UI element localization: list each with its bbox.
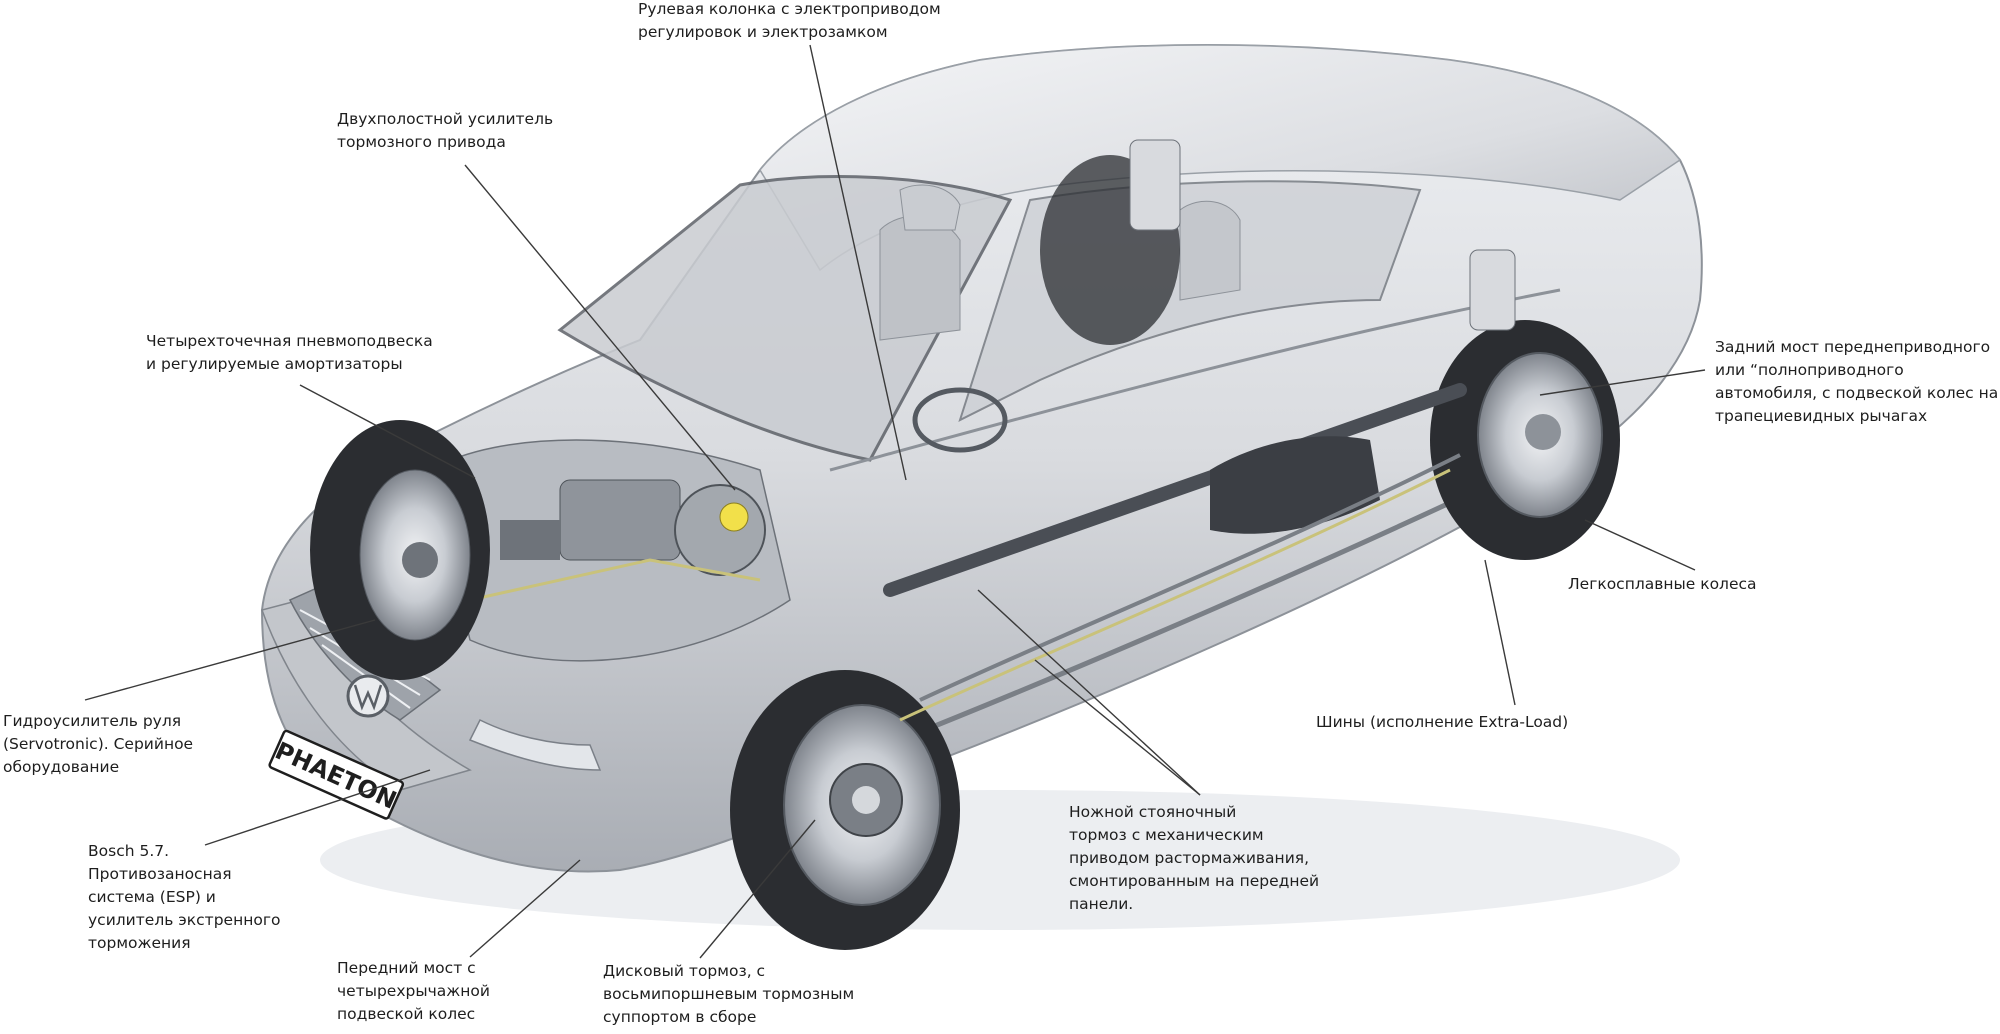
callout-brake-booster: Двухполостной усилитель тормозного приво… — [337, 110, 554, 151]
callout-steering-column: Рулевая колонка с электроприводом регули… — [638, 0, 941, 41]
leader-air-suspension — [299, 384, 476, 479]
callout-parking-brake: Ножной стояночный тормоз с механическим … — [1069, 803, 1320, 913]
leader-esp — [204, 769, 431, 846]
leader-parking-brake-2 — [1034, 659, 1201, 796]
interior-seats — [879, 184, 1241, 453]
callout-disc-brake: Дисковый тормоз, с восьмипоршневым тормо… — [603, 962, 855, 1026]
leader-disc-brake — [699, 819, 816, 959]
callout-tyres: Шины (исполнение Extra-Load) — [1316, 713, 1569, 731]
leader-parking-brake-1 — [977, 589, 1201, 796]
front-right-wheel — [730, 670, 960, 950]
leader-power-steering — [84, 619, 376, 701]
leader-steering-column — [809, 44, 907, 481]
vw-badge-icon — [346, 674, 390, 718]
front-left-wheel — [310, 420, 490, 680]
leader-front-axle — [469, 859, 581, 958]
leader-alloy-wheels — [1584, 519, 1696, 571]
engine-bay — [429, 439, 791, 662]
rear-right-wheel — [1430, 320, 1620, 560]
car-body: PHAETON — [260, 44, 1703, 873]
callout-esp: Bosch 5.7. Противозаносная система (ESP)… — [88, 842, 281, 952]
leader-brake-booster — [464, 164, 736, 491]
leader-tyres — [1484, 559, 1516, 706]
drivetrain — [883, 139, 1516, 722]
leader-lines — [84, 44, 1706, 959]
callout-air-suspension: Четырехточечная пневмоподвеска и регулир… — [146, 332, 433, 373]
callout-front-axle: Передний мост с четырехрычажной подвеско… — [337, 959, 490, 1023]
callout-rear-axle: Задний мост переднеприводного или “полно… — [1715, 338, 1999, 425]
leader-rear-axle — [1539, 369, 1706, 396]
callout-power-steering: Гидроусилитель руля (Servotronic). Серий… — [3, 712, 194, 776]
callout-alloy-wheels: Легкосплавные колеса — [1568, 575, 1757, 593]
